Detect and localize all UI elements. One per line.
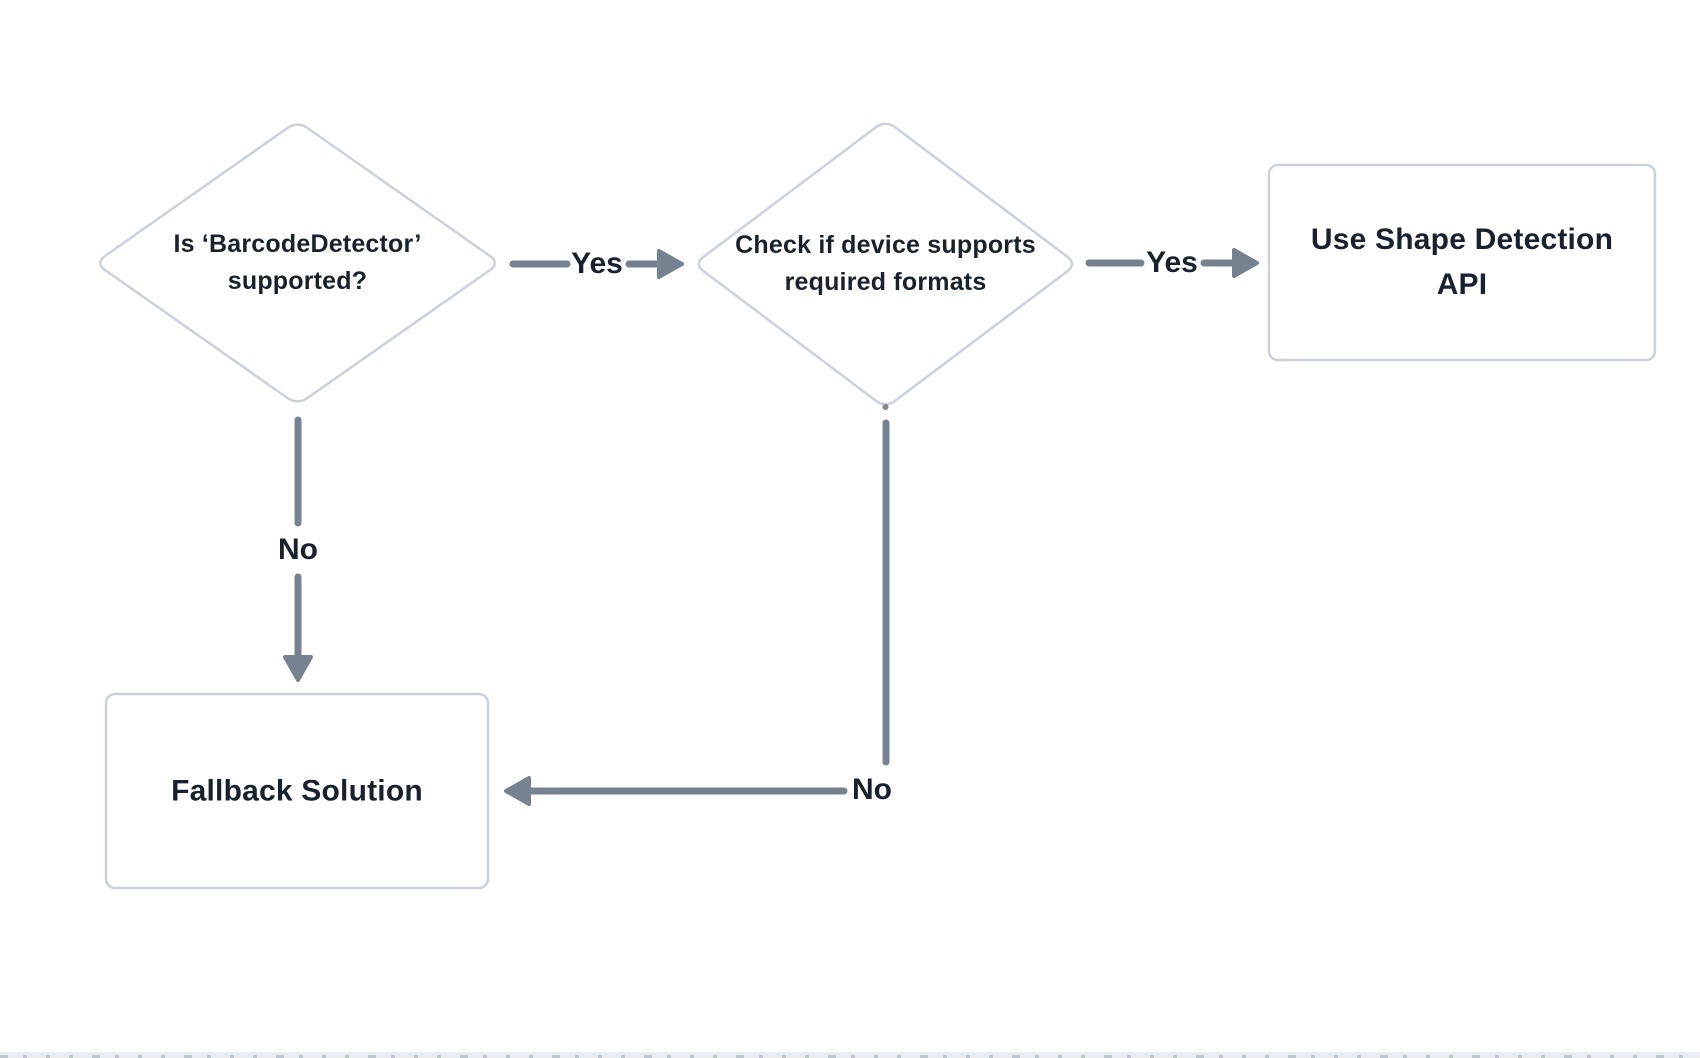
node-label-line: Check if device supports	[735, 231, 1036, 259]
node-label-line: Fallback Solution	[171, 774, 423, 808]
arrowhead-right-yes-2	[1232, 248, 1259, 278]
connection-point-dot	[882, 404, 889, 410]
node-label-line: supported?	[227, 267, 368, 295]
arrowhead-right-yes-1	[657, 249, 684, 279]
edge-label-no-1: No	[278, 533, 318, 566]
node-label-line: Use Shape Detection	[1310, 223, 1614, 256]
decision-node-check-formats	[694, 120, 1077, 408]
process-node-use-shape-detection-api	[1267, 163, 1657, 362]
node-label-check-formats: Check if device supports required format…	[735, 227, 1036, 301]
process-node-fallback-solution	[104, 692, 490, 890]
node-label-line: required formats	[784, 268, 987, 296]
clipped-bottom-strip	[0, 1052, 1700, 1058]
node-label-use-shape-detection-api: Use Shape Detection API	[1311, 217, 1613, 307]
node-label-line: API	[1436, 268, 1488, 301]
arrowhead-down-no-1	[283, 655, 313, 682]
decision-node-check-barcodedetector	[95, 121, 500, 405]
node-label-check-barcodedetector: Is ‘BarcodeDetector’ supported?	[173, 226, 421, 300]
node-label-line: Is ‘BarcodeDetector’	[173, 230, 422, 258]
node-label-fallback-solution: Fallback Solution	[171, 769, 423, 814]
edge-label-yes-2: Yes	[1146, 246, 1198, 279]
edge-label-yes-1: Yes	[571, 247, 623, 280]
arrowhead-left-no-2	[504, 776, 531, 806]
edge-label-no-2: No	[852, 773, 892, 806]
